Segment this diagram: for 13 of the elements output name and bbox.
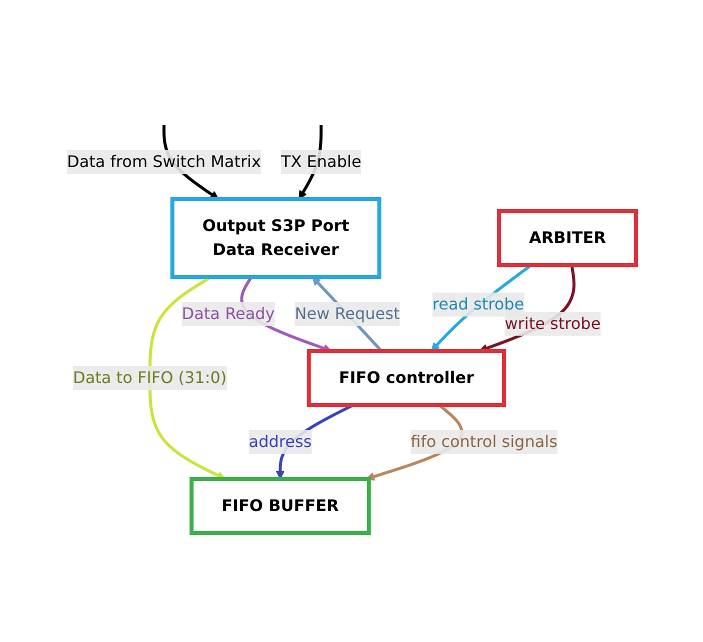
edge-label: write strobe: [504, 313, 601, 332]
edge-label: Data Ready: [182, 303, 275, 322]
edge-label: New Request: [294, 303, 400, 322]
node-box: Output S3P Port Data Receiver: [170, 196, 382, 278]
edge-label: Data to FIFO (31:0): [73, 367, 227, 386]
edge-label: read strobe: [432, 294, 524, 314]
node-box: FIFO controller: [306, 348, 506, 406]
edge-label: TX Enable: [280, 152, 362, 170]
edge-label: Data from Switch Matrix: [67, 152, 261, 170]
node-box: ARBITER: [496, 208, 638, 266]
node-box: FIFO BUFFER: [190, 476, 371, 534]
edge-label: address: [248, 431, 312, 450]
edge-label: fifo control signals: [410, 431, 558, 450]
